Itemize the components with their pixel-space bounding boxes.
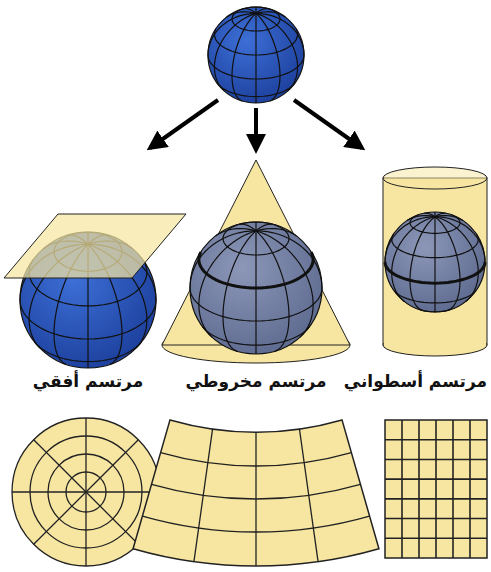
globe xyxy=(385,212,485,312)
conic-map xyxy=(133,420,379,566)
projection-label: مرتسم أسطواني xyxy=(344,370,487,392)
projection-maps xyxy=(12,418,487,566)
arrows xyxy=(150,100,362,150)
cylindrical-map xyxy=(385,420,487,558)
projection-label: مرتسم أفقي xyxy=(33,370,143,392)
globe xyxy=(190,222,322,354)
cone xyxy=(162,160,350,363)
globe xyxy=(208,7,304,103)
projection-label: مرتسم مخروطي xyxy=(185,370,326,392)
cylinder xyxy=(383,178,487,356)
projection-surfaces xyxy=(4,167,487,278)
